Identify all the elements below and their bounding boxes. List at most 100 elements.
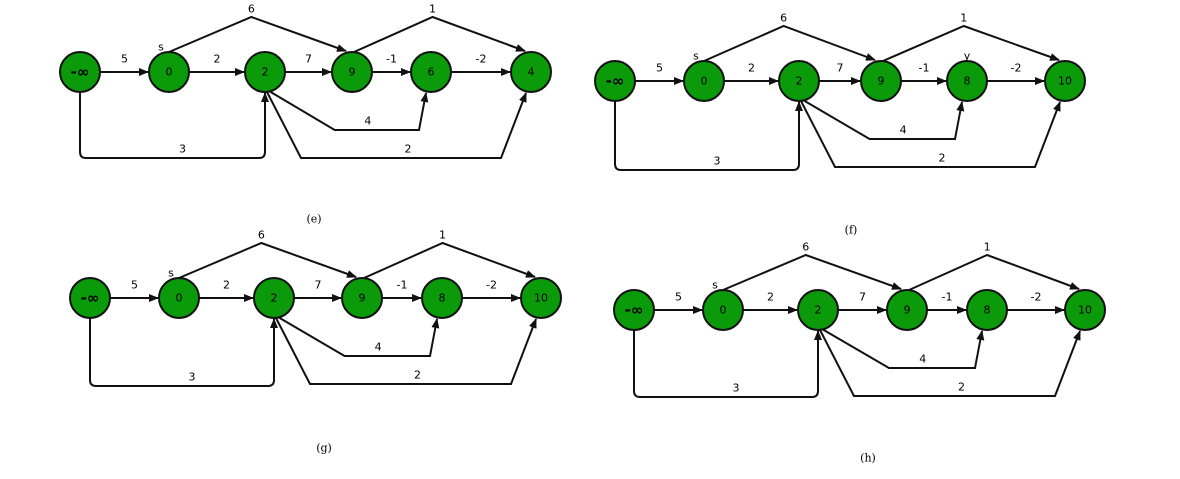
edge-weight-b-d: 1 — [439, 229, 446, 242]
node-circle — [613, 289, 655, 331]
edge-weight-b-d: 1 — [984, 241, 991, 254]
node-s: 0s — [702, 279, 744, 331]
node-circle — [421, 277, 463, 319]
edge-weight-c-d: -2 — [1031, 291, 1042, 304]
node-circle — [520, 277, 562, 319]
edge-weight-a-b: 7 — [837, 62, 844, 75]
node-label: 9 — [904, 304, 911, 317]
node-circle — [1044, 60, 1086, 102]
edge-weight-a-d: 2 — [414, 369, 421, 382]
node-circle — [778, 60, 820, 102]
edge-weight-b-d: 1 — [429, 3, 436, 16]
node-a: 2 — [253, 277, 295, 319]
edge-weight-t-s: 5 — [121, 53, 128, 66]
node-label: 2 — [262, 66, 269, 79]
node-label: 4 — [528, 66, 535, 79]
node-label: 2 — [271, 292, 278, 305]
edge-a-d — [275, 317, 537, 385]
edge-weight-s-a: 2 — [748, 62, 755, 75]
edge-weight-b-c: -1 — [942, 291, 953, 304]
edge-a-c — [802, 99, 965, 140]
node-s: 0s — [148, 41, 190, 93]
edge-t-a — [89, 318, 278, 387]
edge-weight-s-b: 6 — [258, 229, 265, 242]
node-circle — [69, 277, 111, 319]
edge-weight-a-b: 7 — [859, 291, 866, 304]
node-circle — [860, 60, 902, 102]
edge-weight-t-a: 3 — [714, 155, 721, 168]
node-b: 9 — [860, 60, 902, 102]
edge-weight-a-b: 7 — [305, 53, 312, 66]
panel-caption: (h) — [860, 452, 876, 465]
edge-a-c — [821, 328, 985, 369]
edge-weight-t-s: 5 — [675, 291, 682, 304]
node-label: 2 — [796, 75, 803, 88]
node-label: -∞ — [71, 63, 90, 81]
node-s: 0s — [683, 50, 725, 102]
edge-weight-t-a: 3 — [733, 382, 740, 395]
node-b: 9 — [886, 289, 928, 331]
panel-caption: (e) — [306, 213, 321, 226]
panel-caption: (f) — [845, 224, 858, 237]
edge-a-d — [819, 329, 1081, 397]
edge-b-d — [353, 15, 526, 53]
node-label: 0 — [166, 66, 173, 79]
edge-weight-t-s: 5 — [656, 62, 663, 75]
edge-weight-s-a: 2 — [223, 279, 230, 292]
edge-s-b — [722, 253, 902, 291]
node-label: 0 — [720, 304, 727, 317]
node-t: -∞ — [59, 51, 101, 93]
node-b: 9 — [341, 277, 383, 319]
node-circle — [158, 277, 200, 319]
edge-s-b — [703, 24, 876, 62]
edge-weight-t-a: 3 — [189, 371, 196, 384]
node-label: 2 — [815, 304, 822, 317]
node-t: -∞ — [69, 277, 111, 319]
node-circle — [946, 60, 988, 102]
node-label: 9 — [349, 66, 356, 79]
node-circle — [966, 289, 1008, 331]
node-c: 8y — [946, 50, 988, 102]
panel-caption: (g) — [316, 442, 332, 455]
node-tag: s — [693, 50, 699, 63]
node-circle — [331, 51, 373, 93]
edge-s-b — [178, 241, 357, 279]
edge-a-d — [800, 100, 1061, 168]
edge-b-d — [908, 253, 1080, 291]
edge-s-b — [168, 15, 347, 53]
node-label: 6 — [428, 66, 435, 79]
edge-weight-c-d: -2 — [476, 53, 487, 66]
node-d: 10 — [520, 277, 562, 319]
edge-weight-s-b: 6 — [248, 3, 255, 16]
node-a: 2 — [244, 51, 286, 93]
edge-weight-b-c: -1 — [386, 53, 397, 66]
node-circle — [594, 60, 636, 102]
node-tag: y — [964, 50, 971, 63]
edge-weight-a-d: 2 — [958, 381, 965, 394]
node-b: 9 — [331, 51, 373, 93]
node-circle — [702, 289, 744, 331]
node-circle — [886, 289, 928, 331]
node-circle — [683, 60, 725, 102]
edge-a-c — [277, 316, 440, 357]
edge-weight-s-a: 2 — [767, 291, 774, 304]
edge-weight-s-b: 6 — [802, 241, 809, 254]
node-d: 10 — [1044, 60, 1086, 102]
node-circle — [148, 51, 190, 93]
node-label: 0 — [701, 75, 708, 88]
node-c: 8 — [421, 277, 463, 319]
edge-a-c — [268, 90, 429, 131]
node-label: -∞ — [606, 72, 625, 90]
node-label: 9 — [878, 75, 885, 88]
node-t: -∞ — [613, 289, 655, 331]
node-circle — [253, 277, 295, 319]
node-circle — [410, 51, 452, 93]
node-label: 10 — [1078, 304, 1092, 317]
node-circle — [510, 51, 552, 93]
edge-t-a — [614, 101, 803, 171]
node-circle — [244, 51, 286, 93]
node-label: 10 — [1058, 75, 1072, 88]
